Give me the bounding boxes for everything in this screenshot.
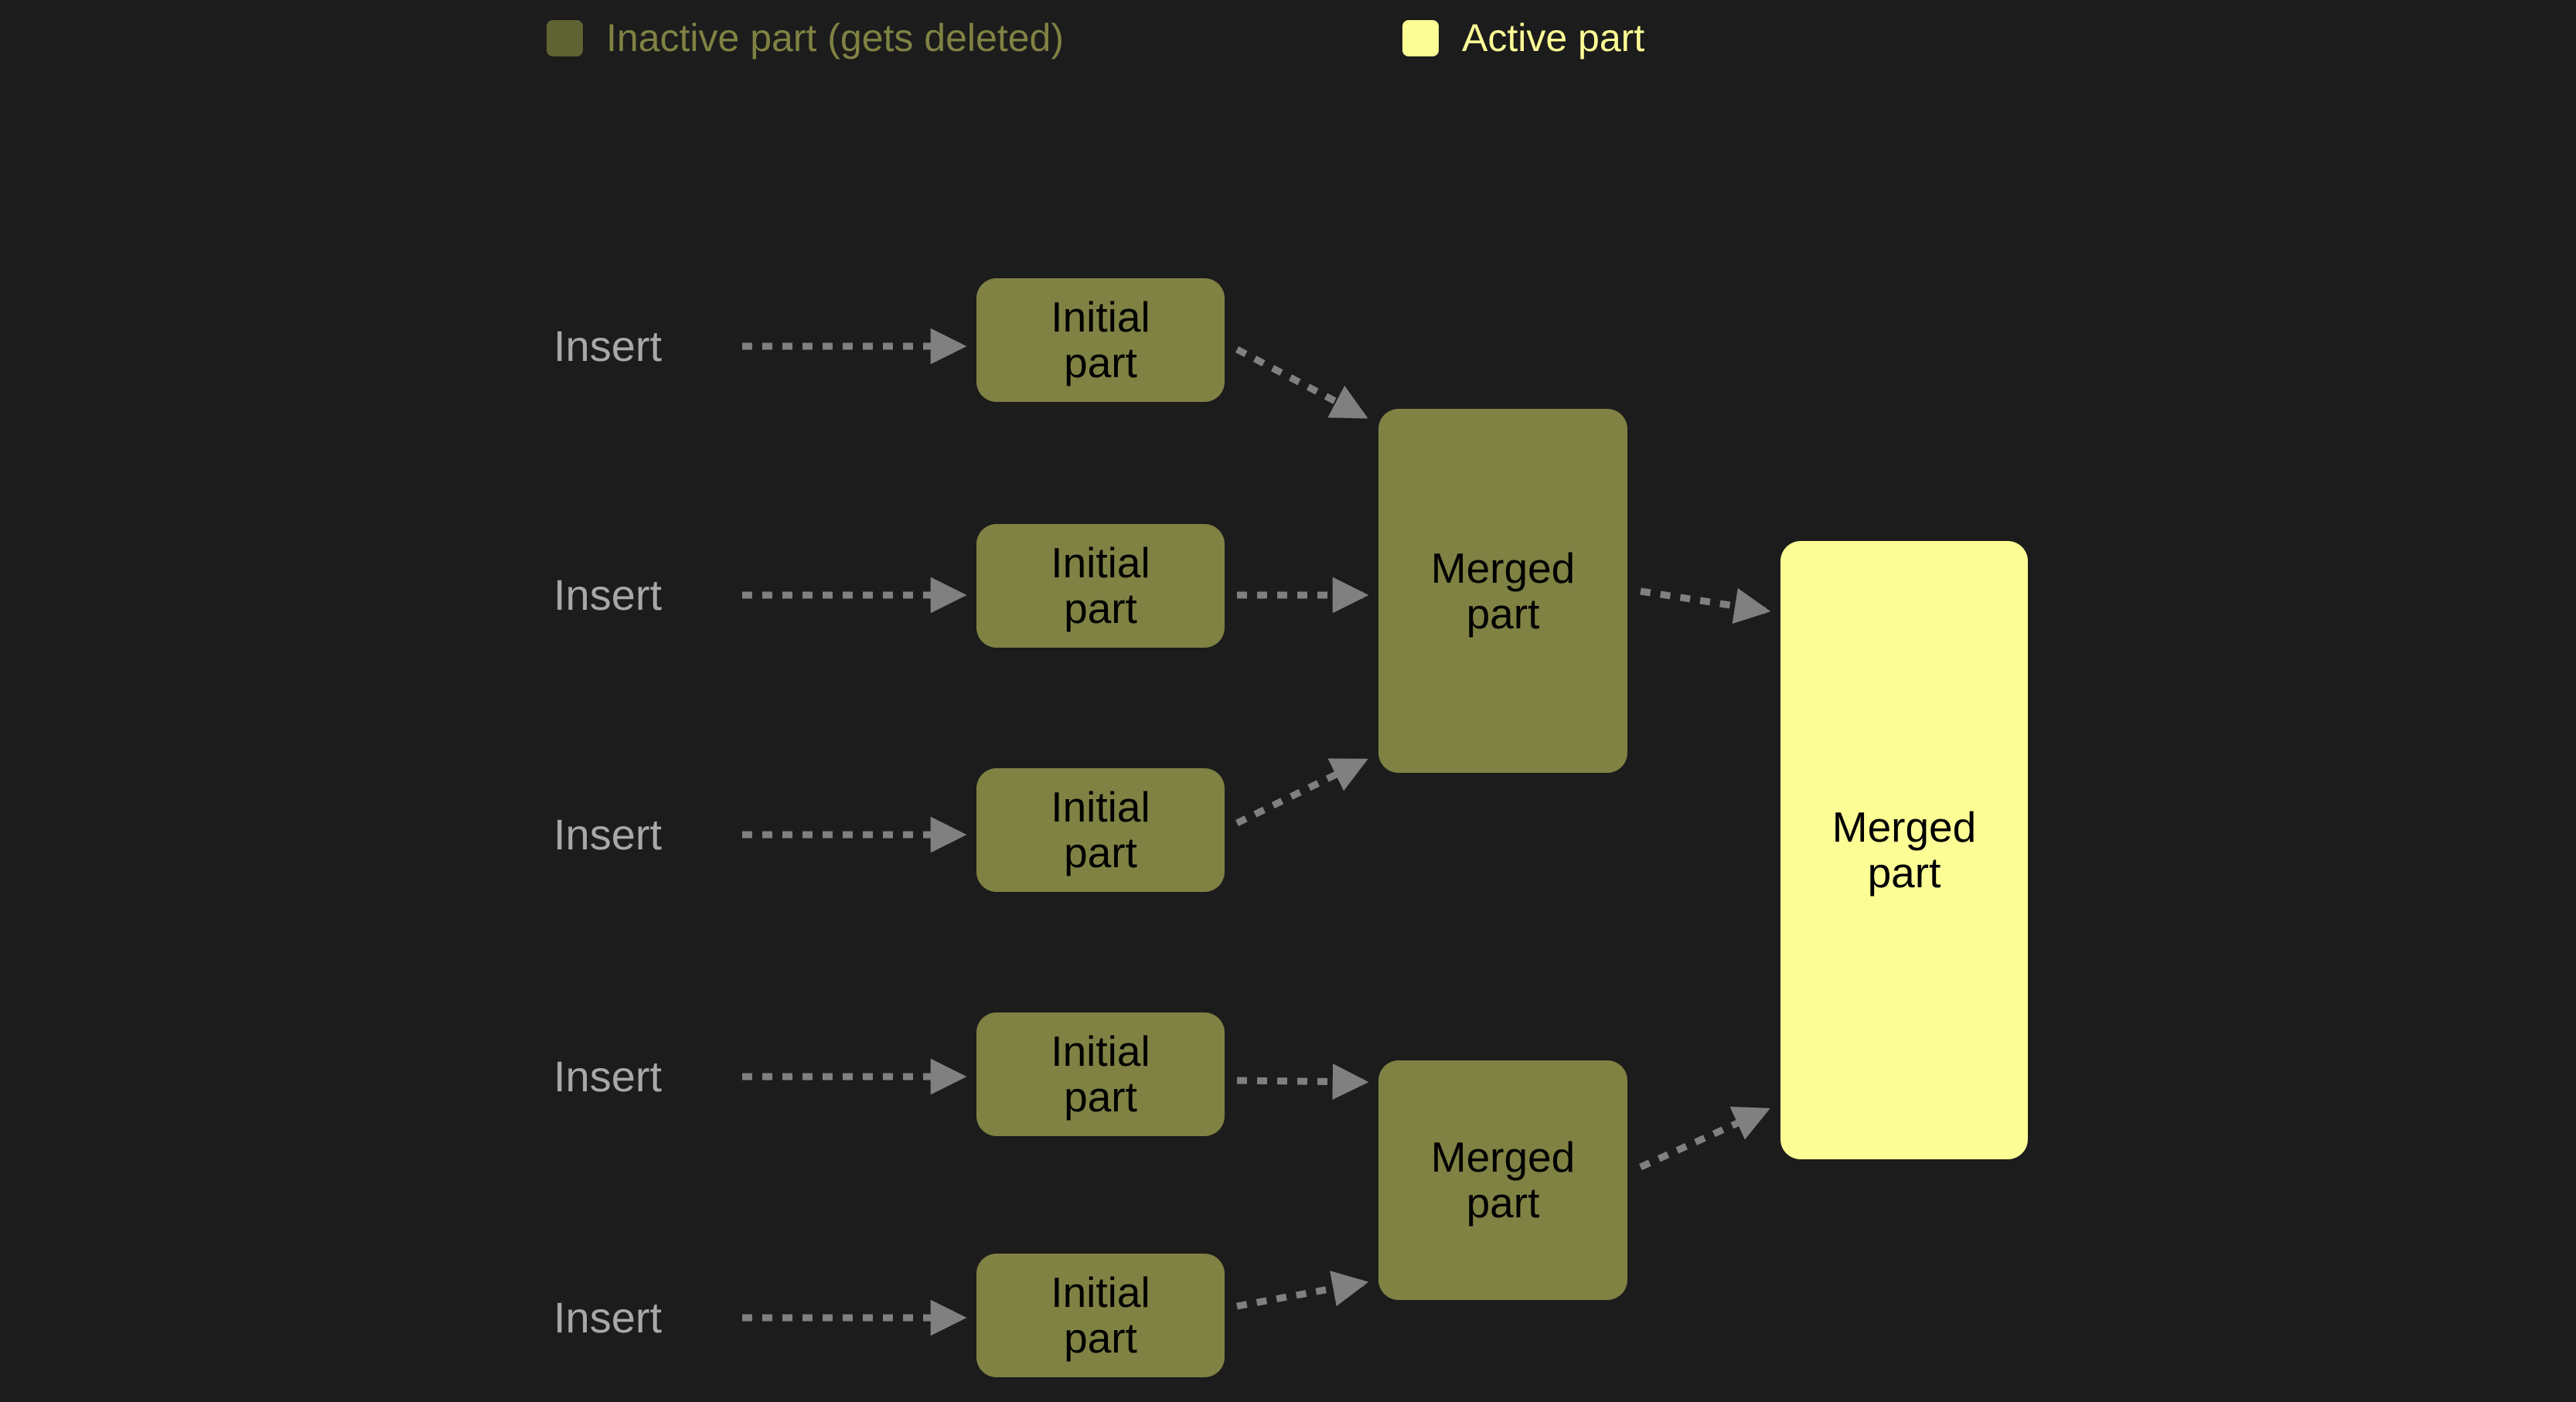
insert-label-3: Insert: [554, 810, 663, 859]
arrow-initial1-to-merged1: [1235, 346, 1368, 419]
insert-label-1: Insert: [554, 322, 663, 370]
legend-label-active: Active part: [1462, 16, 1645, 60]
active-part-swatch-icon: [1402, 19, 1439, 56]
inactive-part-swatch-icon: [547, 19, 583, 56]
arrow-initial3-to-merged1: [1235, 757, 1368, 827]
legend-item-active: Active part: [1402, 19, 1644, 57]
arrow-merged2-to-final: [1639, 1106, 1770, 1171]
insert-label-5: Insert: [554, 1293, 663, 1342]
arrow-initial4-to-merged2: [1236, 1063, 1369, 1100]
insert-label-4: Insert: [554, 1052, 663, 1101]
legend-item-inactive: Inactive part (gets deleted): [547, 19, 1064, 57]
arrow-merged1-to-final: [1640, 587, 1771, 624]
arrow-initial5-to-merged2: [1236, 1271, 1369, 1310]
legend-label-inactive: Inactive part (gets deleted): [606, 16, 1064, 60]
insert-label-2: Insert: [554, 570, 663, 619]
